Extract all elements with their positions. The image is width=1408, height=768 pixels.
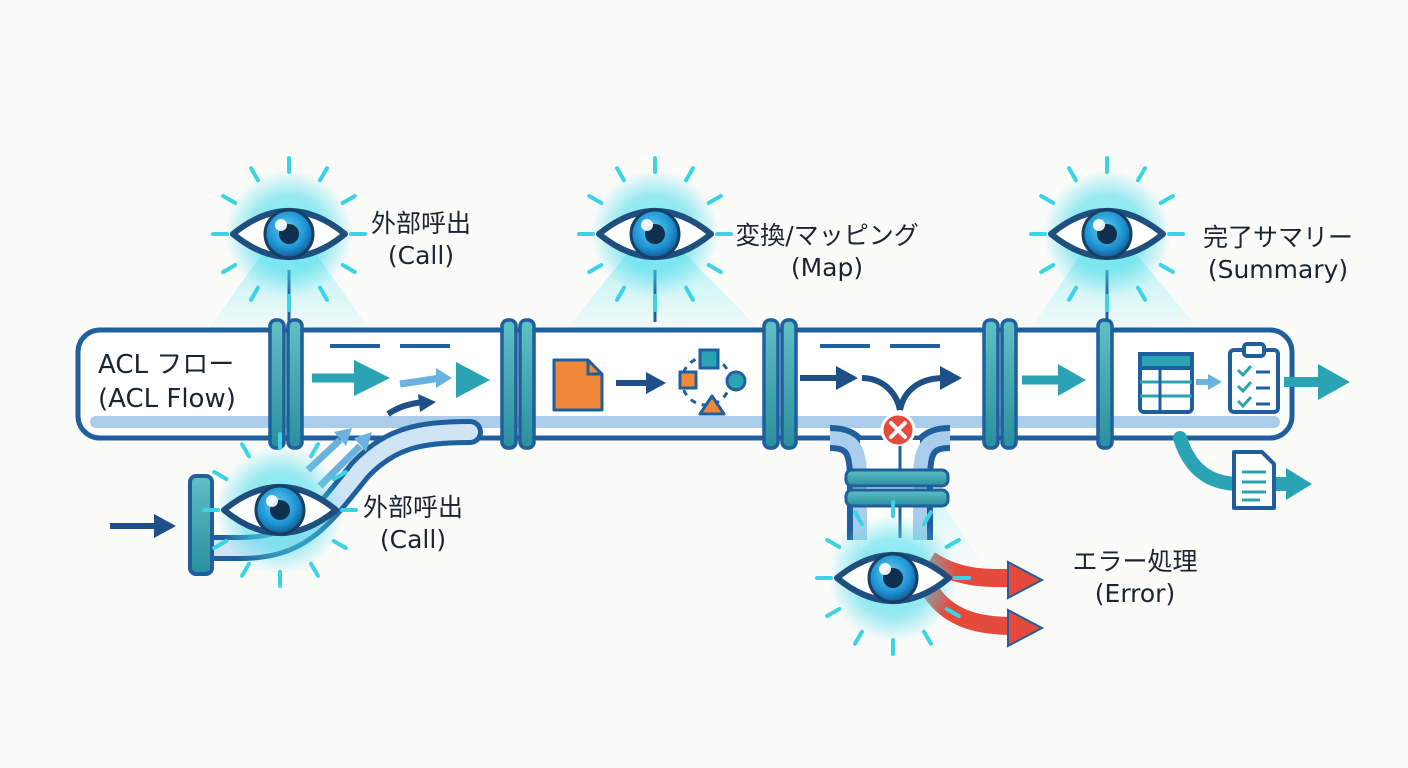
error-arrow-icon: [1007, 608, 1045, 648]
arrow-icon: [436, 368, 452, 388]
eye-icon-error: [815, 500, 971, 656]
table-icon: [1138, 352, 1194, 414]
error-label-ja: エラー処理: [1072, 547, 1198, 576]
eyes: [202, 156, 1185, 656]
acl-flow-label-en: (ACL Flow): [98, 384, 236, 414]
call-top-label-en: (Call): [387, 241, 455, 270]
call-bottom-label: 外部呼出 (Call): [348, 492, 478, 556]
error-arrow-icon: [1007, 560, 1045, 600]
call-top-label-ja: 外部呼出: [370, 209, 471, 238]
arrow-icon: [940, 366, 962, 390]
document-icon: [552, 358, 604, 412]
flow-arrows: [110, 360, 1350, 538]
acl-flow-label-ja: ACL フロー: [98, 350, 235, 380]
map-label-en: (Map): [790, 253, 864, 282]
pipe-couplings: [268, 318, 1114, 450]
arrow-icon: [1058, 364, 1086, 396]
arrow-icon: [456, 362, 490, 398]
error-label: エラー処理 (Error): [1060, 546, 1210, 610]
arrow-icon: [836, 366, 858, 390]
eye-icon-summary: [1029, 156, 1185, 312]
arrow-icon: [334, 428, 352, 446]
arrow-icon: [418, 394, 436, 412]
acl-flow-label: ACL フロー (ACL Flow): [98, 348, 236, 416]
summary-label: 完了サマリー (Summary): [1188, 222, 1368, 286]
error-label-en: (Error): [1094, 579, 1176, 608]
arrow-icon: [646, 372, 666, 394]
arrow-icon: [354, 360, 390, 396]
call-top-label: 外部呼出 (Call): [356, 208, 486, 272]
eye-icon-call-top: [211, 156, 367, 312]
error-branch-pipe: [829, 425, 951, 550]
shapes-icon: [678, 348, 747, 416]
call-bottom-label-en: (Call): [379, 525, 447, 554]
arrow-icon: [354, 432, 372, 452]
report-arrow-icon: [1286, 468, 1312, 500]
eye-icon-map: [577, 156, 733, 312]
error-x-icon: [880, 412, 916, 448]
arrow-icon: [1208, 374, 1222, 390]
summary-label-en: (Summary): [1207, 255, 1349, 284]
summary-label-ja: 完了サマリー: [1202, 223, 1353, 252]
report-icon: [1232, 450, 1276, 510]
checklist-icon: [1228, 342, 1280, 414]
map-label: 変換/マッピング (Map): [718, 220, 936, 284]
eye-icon-call-bottom: [202, 432, 358, 588]
map-label-ja: 変換/マッピング: [735, 221, 919, 250]
exit-arrow-icon: [1318, 364, 1350, 400]
input-arrow-icon: [154, 514, 176, 538]
call-bottom-label-ja: 外部呼出: [362, 493, 463, 522]
